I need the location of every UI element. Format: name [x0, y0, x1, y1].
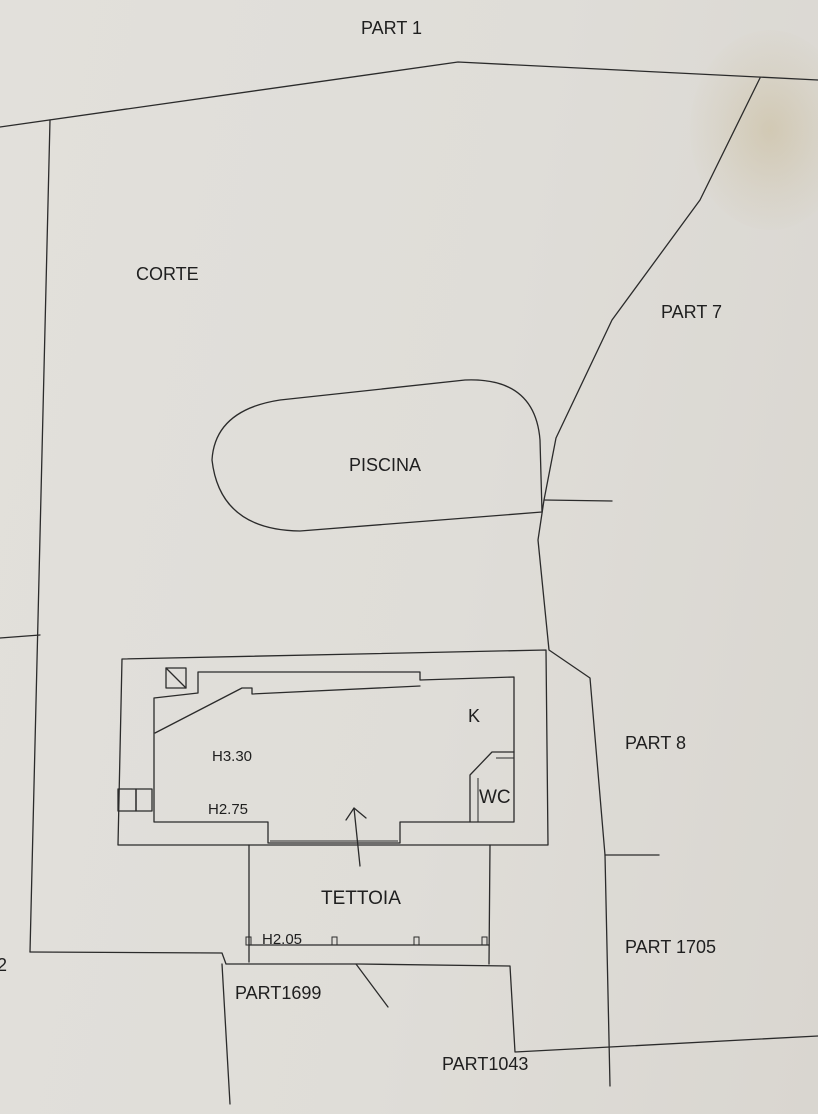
- house-inner-wall: [153, 671, 515, 844]
- part1699-west-line: [221, 963, 231, 1105]
- label-height-205: H2.05: [262, 931, 302, 948]
- part7-branch-line: [543, 499, 613, 502]
- label-piscina: PISCINA: [349, 455, 421, 475]
- label-part-1: PART 1: [361, 18, 422, 38]
- house-inner-step-line: [154, 685, 421, 734]
- label-height-275: H2.75: [208, 801, 248, 818]
- label-part-1043: PART1043: [442, 1054, 528, 1074]
- porch-post: [481, 936, 488, 946]
- porch-post: [245, 936, 252, 946]
- porch: [245, 844, 491, 965]
- wc-partition-wall: [469, 751, 515, 823]
- label-edge-fragment: 2: [0, 955, 7, 975]
- west-step-block: [117, 788, 137, 812]
- label-height-330: H3.30: [212, 748, 252, 765]
- pool-outline: [211, 379, 543, 532]
- boundary-lines: [0, 61, 818, 1105]
- porch-east-wall: [488, 844, 491, 965]
- porch-post: [413, 936, 420, 946]
- south-boundary-line: [29, 951, 818, 1053]
- north-boundary-line: [0, 61, 818, 128]
- entrance-arrow-shaft: [353, 807, 361, 867]
- label-corte: CORTE: [136, 264, 199, 284]
- paper-stain: [690, 30, 818, 230]
- porch-post: [331, 936, 338, 946]
- house: [117, 649, 549, 867]
- part1699-tick-line: [355, 963, 389, 1008]
- chimney-box: [165, 667, 187, 689]
- east-boundary-line: [537, 77, 761, 1087]
- chimney-diagonal: [165, 667, 187, 689]
- west-boundary-line: [29, 119, 51, 953]
- label-part-1699: PART1699: [235, 983, 321, 1003]
- label-part-8: PART 8: [625, 733, 686, 753]
- entrance-arrow-head: [345, 807, 367, 821]
- label-wc: WC: [479, 787, 511, 808]
- label-part-7: PART 7: [661, 302, 722, 322]
- west-neighbor-divider: [0, 634, 41, 639]
- label-part-1705: PART 1705: [625, 937, 716, 957]
- west-step-block-inner: [135, 788, 153, 812]
- label-tettoia: TETTOIA: [321, 888, 401, 909]
- label-kitchen: K: [468, 706, 480, 726]
- house-outer-wall: [117, 649, 549, 846]
